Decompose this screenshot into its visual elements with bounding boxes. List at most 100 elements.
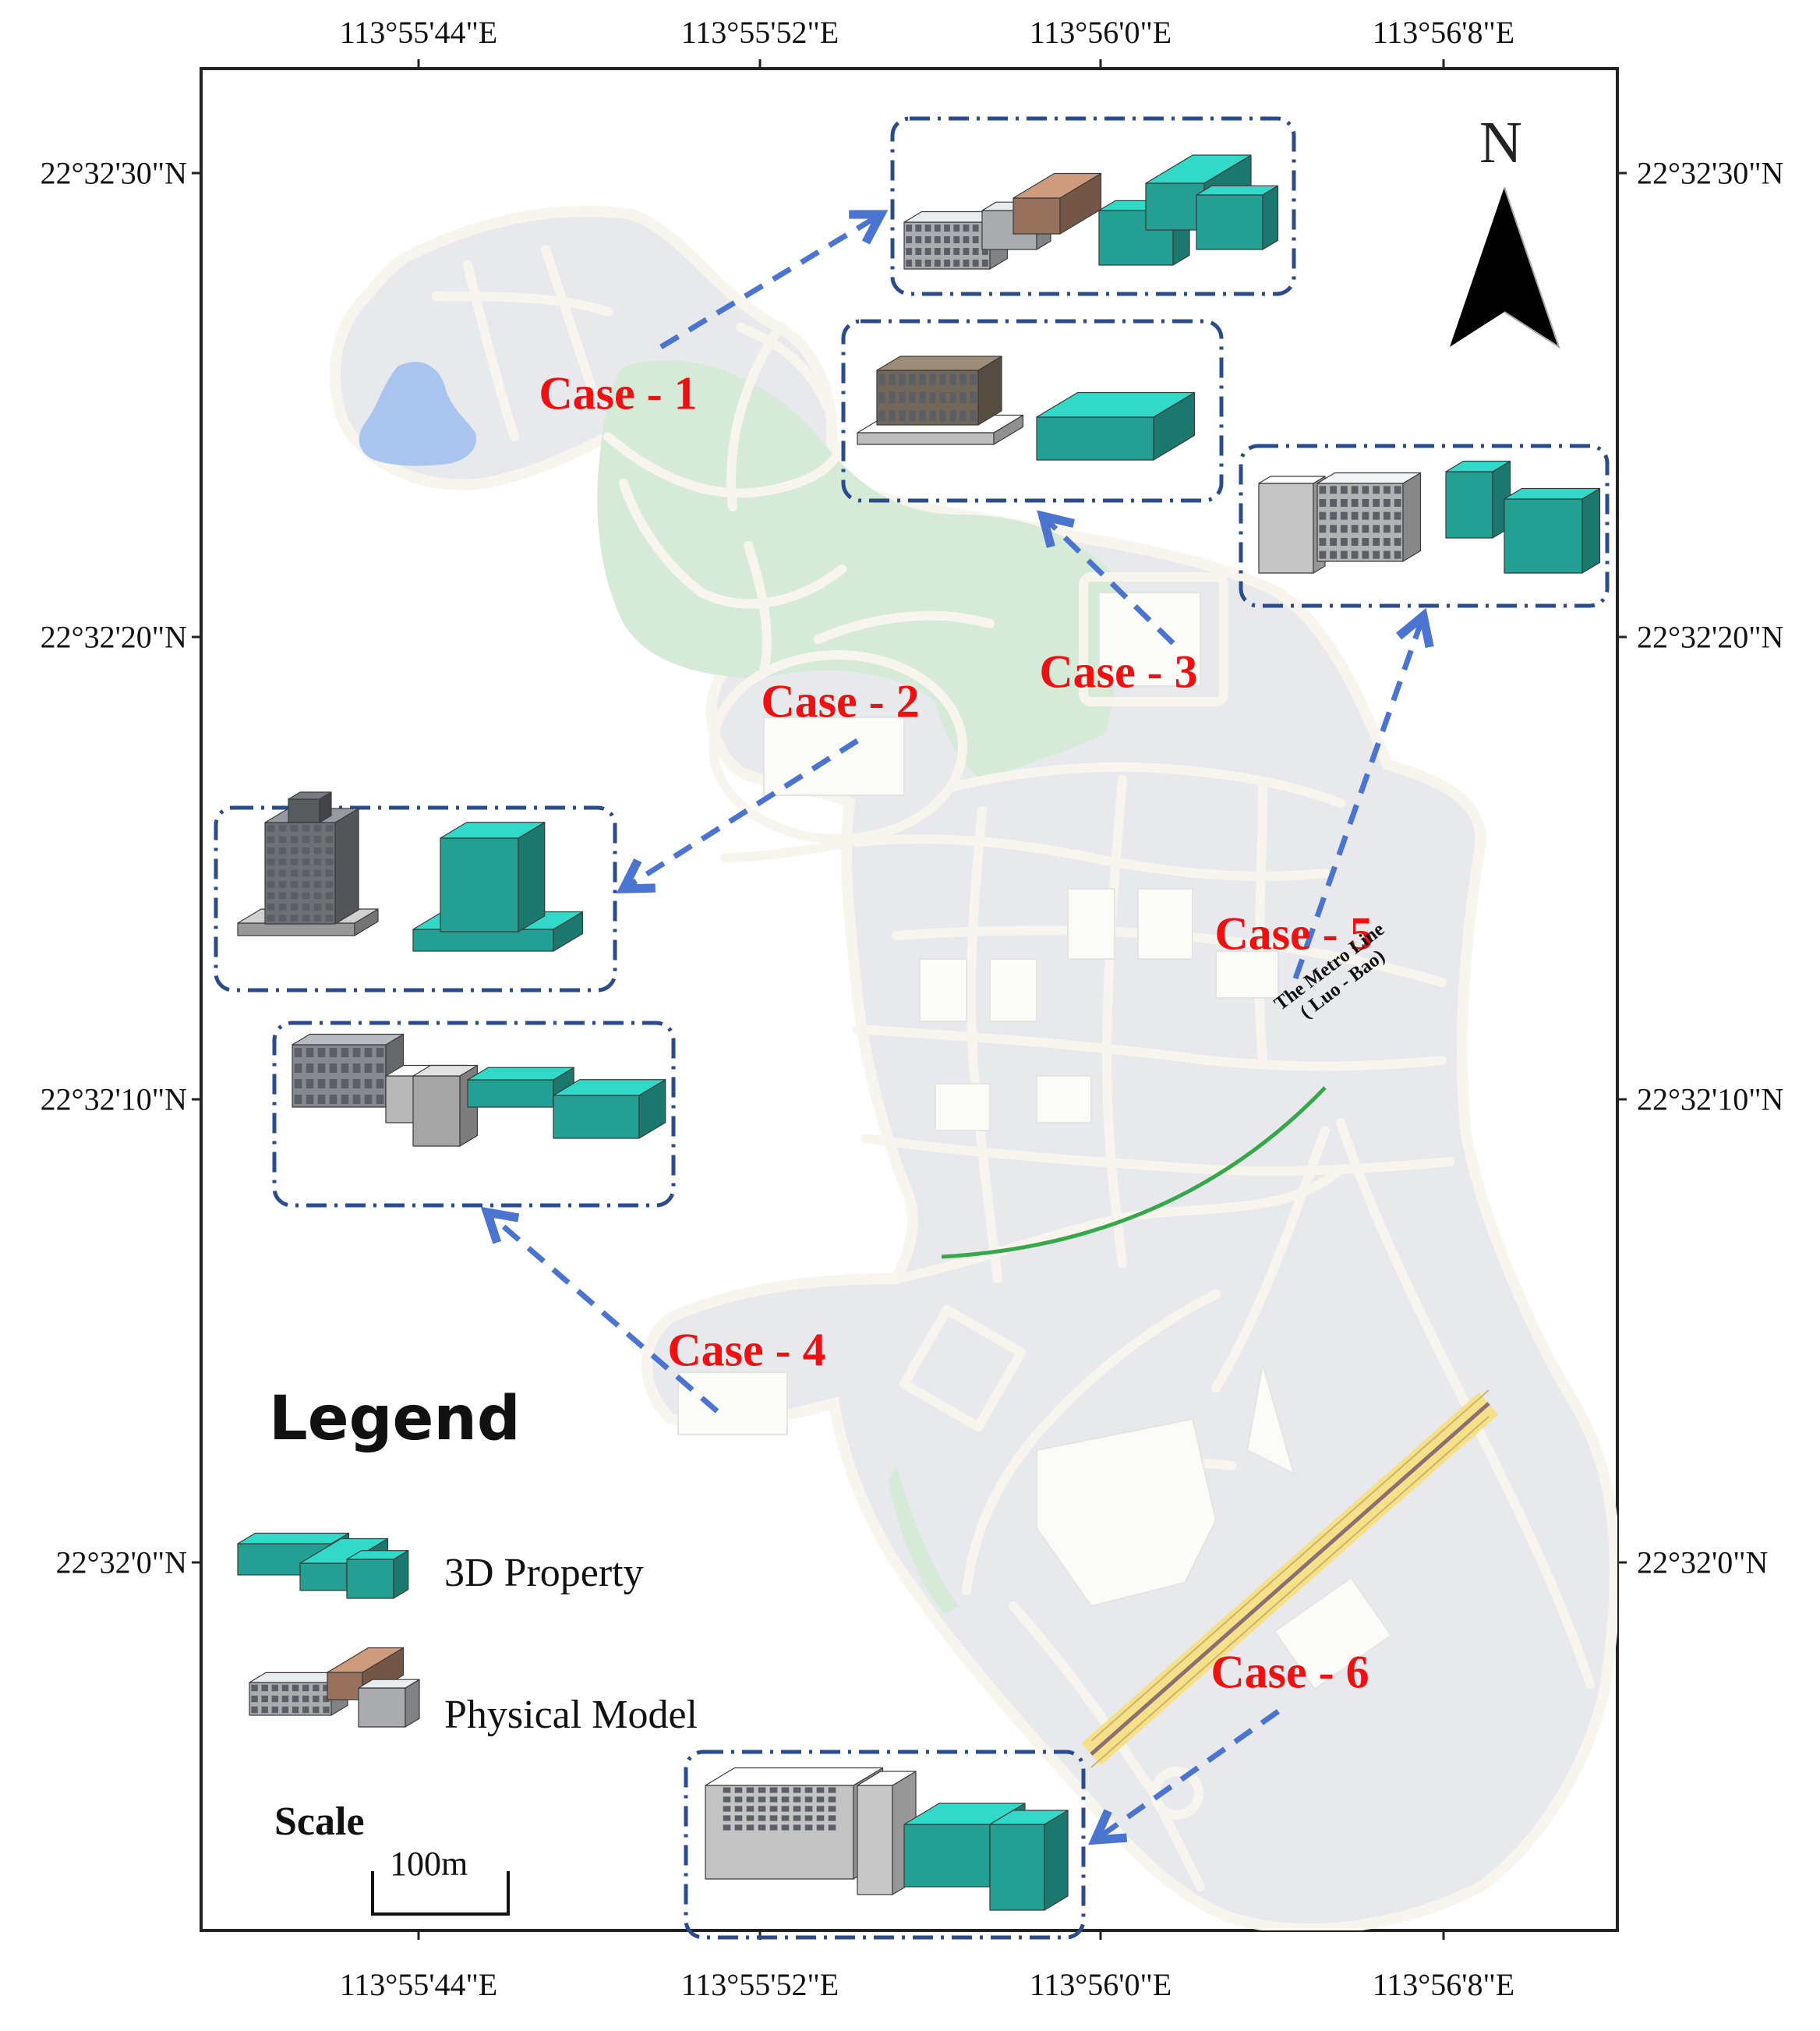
window [924,248,931,255]
case-6-inset [684,1750,1086,1940]
window [944,260,950,267]
physical-model-block [412,1075,461,1147]
window [828,1824,836,1831]
window [963,236,970,243]
window [878,373,885,385]
window [816,1787,825,1793]
window [1373,486,1380,494]
window [878,410,885,422]
window [290,847,299,855]
window [723,1806,731,1812]
window [325,847,334,855]
window [959,373,967,385]
buildings [677,592,1393,1690]
green-strip [889,1466,959,1614]
window [793,1787,801,1793]
window [934,248,941,255]
teal-model-block [412,929,554,952]
physical-model-base [857,432,995,445]
window [1351,511,1359,520]
legend-physical-model-icon [358,1687,406,1728]
window [804,1806,813,1812]
window [278,858,287,865]
window [972,248,979,255]
physical-model-block [1258,483,1314,574]
teal-model-block [1145,182,1205,231]
window [953,260,960,267]
physical-model-block [857,1785,893,1895]
window [944,248,950,255]
physical-model-block [1402,472,1422,562]
window [949,410,956,422]
window [878,392,885,403]
legend-3d-property-label: 3D Property [444,1551,644,1595]
case-4-label: Case - 4 [667,1324,826,1376]
case-1-label: Case - 1 [539,367,698,419]
window [909,392,916,403]
window [816,1815,825,1821]
physical-model-block [857,1771,917,1786]
window [949,373,956,385]
window [953,225,960,232]
window [746,1824,755,1831]
window [261,1706,268,1714]
window [313,881,322,888]
window [278,915,287,922]
lake [359,362,476,466]
window [325,915,334,922]
window [1373,550,1380,559]
window [317,1048,326,1057]
window [278,869,287,877]
physical-model-windows [1319,486,1401,559]
window [1340,525,1348,533]
window [352,1095,361,1104]
window [972,225,979,232]
window [292,1684,299,1692]
window [1383,550,1391,559]
window [290,915,299,922]
window [959,392,967,403]
teal-model-block [518,822,546,932]
window [963,260,970,267]
window [292,1695,299,1703]
window [769,1796,778,1803]
lon-label-top: 113°56'8"E [1372,15,1515,50]
lon-label-bottom: 113°55'52"E [680,1967,839,2002]
legend-title: Legend [269,1384,521,1454]
window [267,904,275,911]
window [325,858,334,865]
scale-title: Scale [274,1799,365,1844]
window [1319,525,1327,533]
window [915,225,922,232]
window [899,373,906,385]
window [781,1815,790,1821]
lat-label-right: 22°32'30"N [1637,155,1784,191]
window [1362,511,1369,520]
window [816,1806,825,1812]
lon-label-bottom: 113°55'44"E [339,1967,498,2002]
metro-line [941,1086,1327,1259]
window [793,1815,801,1821]
window [376,1079,384,1088]
physical-model-block [288,791,332,800]
window [302,881,310,888]
window [281,1684,289,1692]
window [302,824,310,832]
window [1362,550,1369,559]
window [317,1079,326,1088]
physical-model-block [334,808,359,925]
window [323,1695,330,1703]
window [352,1048,361,1057]
window [1383,525,1391,533]
teal-model-block [903,1803,1026,1825]
scale-value: 100m [390,1845,468,1883]
physical-model-block [288,798,320,823]
window [1330,486,1338,494]
window [323,1706,330,1714]
case-4-arrow [480,1206,719,1414]
window [325,881,334,888]
north-arrow-icon [1450,186,1560,349]
legend-3d-property-icon [237,1532,350,1544]
